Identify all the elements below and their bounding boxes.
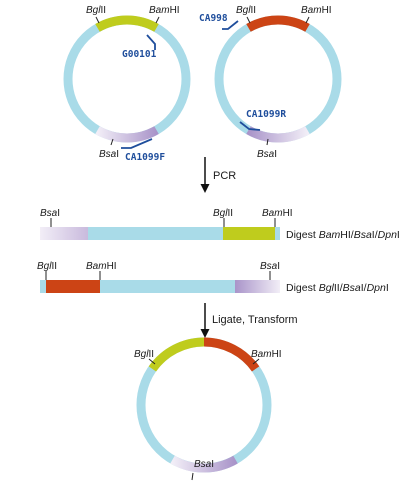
plasmid-1-bsai-fragment xyxy=(95,126,159,143)
site-label-bgl2: BglII xyxy=(236,5,256,16)
plasmid-2-red-insert xyxy=(246,15,310,32)
product-bsai-fragment xyxy=(170,455,238,473)
plasmid-1-backbone xyxy=(63,15,191,143)
plasmid-2: BglII BamHI BsaI CA998 CA1099R xyxy=(199,5,342,160)
site-label-bsai: BsaI xyxy=(99,149,119,160)
primer-arrow-g00101 xyxy=(146,34,156,50)
pcr-arrow-head xyxy=(200,184,210,193)
ligate-step: Ligate, Transform xyxy=(200,303,298,338)
site-label-bamh1: BamHI xyxy=(262,208,293,219)
site-label-bamh1: BamHI xyxy=(149,5,180,16)
site-label-bgl2: BglII xyxy=(134,349,154,360)
bgl2-tick xyxy=(95,16,100,24)
site-label-bgl2: BglII xyxy=(213,208,233,219)
fragment-1-backbone xyxy=(88,227,223,240)
fragment-2-bsai-end xyxy=(235,280,280,293)
primer-arrow-ca998 xyxy=(222,20,239,30)
site-label-bamh1: BamHI xyxy=(301,5,332,16)
fragment-2-red-insert xyxy=(46,280,100,293)
primer-label-ca1099f: CA1099F xyxy=(125,152,165,163)
bgl2-tick xyxy=(148,358,156,365)
site-label-bsai: BsaI xyxy=(260,261,280,272)
primer-label-ca998: CA998 xyxy=(199,13,228,24)
site-label-bsai: BsaI xyxy=(257,149,277,160)
plasmid-2-backbone xyxy=(214,15,342,143)
linear-fragment-2: BglII BamHI BsaI Digest BglII/BsaI/DpnI xyxy=(37,261,389,294)
digest-label-1: Digest BamHI/BsaI/DpnI xyxy=(286,229,400,241)
plasmid-2-bsai-fragment xyxy=(246,126,310,143)
site-label-bgl2: BglII xyxy=(37,261,57,272)
fragment-1-yellow-insert xyxy=(223,227,275,240)
bsai-tick xyxy=(266,138,269,146)
product-plasmid: BglII BamHI BsaI xyxy=(134,337,282,481)
primer-label-ca1099r: CA1099R xyxy=(246,109,286,120)
site-label-bamh1: BamHI xyxy=(86,261,117,272)
bsai-tick xyxy=(110,138,114,146)
fragment-1-end-cap xyxy=(275,227,280,240)
product-yellow-insert xyxy=(148,337,205,372)
site-label-bgl2: BglII xyxy=(86,5,106,16)
plasmid-1-yellow-insert xyxy=(95,15,159,32)
bamh1-tick xyxy=(155,16,160,24)
pcr-label: PCR xyxy=(213,170,236,182)
fragment-2-backbone xyxy=(100,280,235,293)
fragment-2-start-cap xyxy=(40,280,46,293)
digest-label-2: Digest BglII/BsaI/DpnI xyxy=(286,282,389,294)
product-red-insert xyxy=(203,337,260,372)
ligate-label: Ligate, Transform xyxy=(212,314,298,326)
bsai-tick xyxy=(191,472,194,481)
bgl2-tick xyxy=(246,16,251,24)
site-label-bsai: BsaI xyxy=(194,459,214,470)
primer-label-g00101: G00101 xyxy=(122,49,157,60)
primer-arrow-ca1099f xyxy=(121,138,153,149)
ligate-arrow-head xyxy=(200,329,210,338)
bamh1-tick xyxy=(252,358,260,365)
pcr-step: PCR xyxy=(200,157,236,193)
site-label-bsai: BsaI xyxy=(40,208,60,219)
primer-arrow-ca1099r xyxy=(239,121,261,131)
site-label-bamh1: BamHI xyxy=(251,349,282,360)
linear-fragment-1: BsaI BglII BamHI Digest BamHI/BsaI/DpnI xyxy=(40,208,400,241)
plasmid-1: BglII BamHI BsaI G00101 CA1099F xyxy=(63,5,191,163)
bamh1-tick xyxy=(305,16,310,24)
fragment-1-bsai-end xyxy=(40,227,88,240)
